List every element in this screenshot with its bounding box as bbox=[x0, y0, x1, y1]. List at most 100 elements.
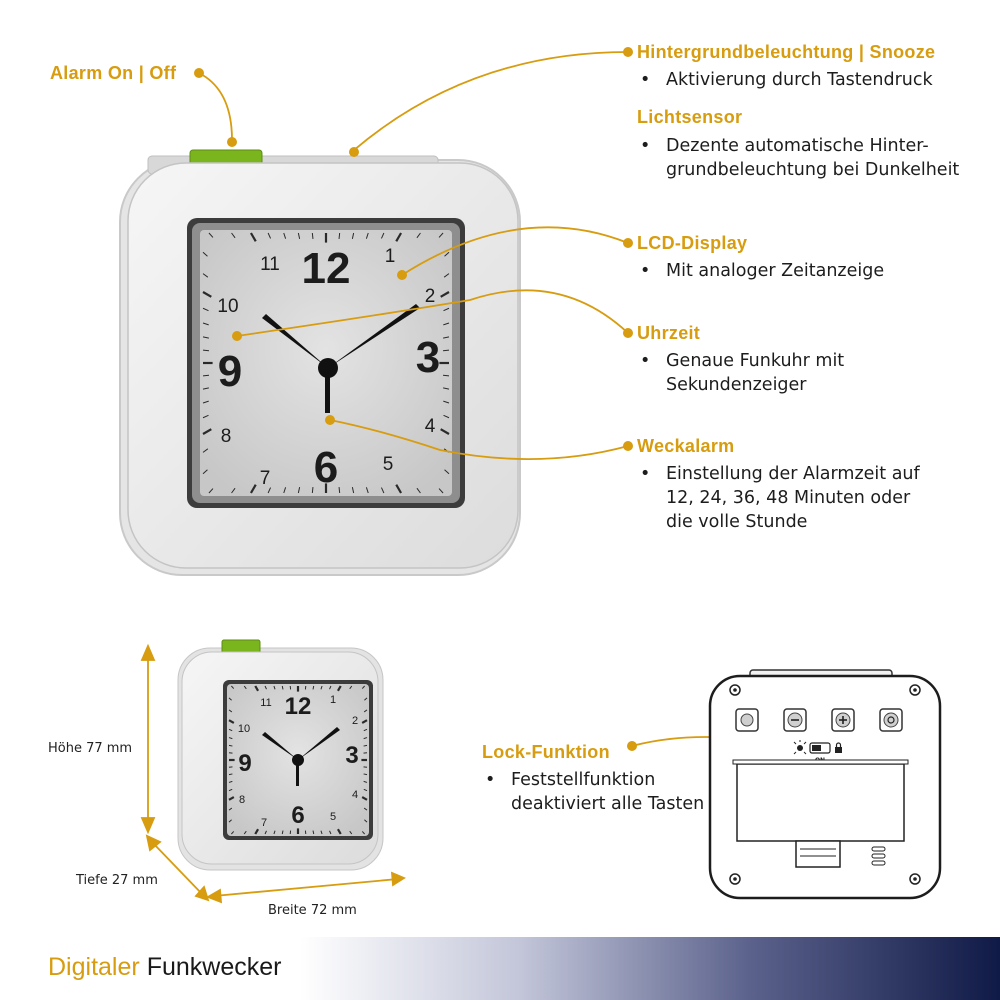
svg-text:3: 3 bbox=[345, 742, 358, 769]
minute-tick bbox=[254, 685, 260, 692]
minute-tick bbox=[363, 807, 368, 811]
minute-tick bbox=[440, 428, 450, 435]
minute-tick bbox=[202, 251, 208, 257]
minute-track bbox=[202, 232, 450, 494]
line-alarm bbox=[198, 72, 233, 141]
minute-tick bbox=[283, 232, 287, 239]
numeral-9: 9 bbox=[218, 347, 242, 396]
minute-tick bbox=[395, 232, 403, 242]
minute-tick bbox=[395, 484, 403, 494]
minute-tick bbox=[312, 685, 315, 690]
minute-tick bbox=[202, 414, 209, 419]
minute-tick bbox=[361, 719, 368, 724]
minute-tick bbox=[297, 232, 301, 239]
minute-tick bbox=[311, 232, 314, 240]
minute-tick bbox=[361, 831, 366, 835]
svg-text:7: 7 bbox=[261, 817, 267, 829]
minute-tick bbox=[380, 487, 385, 494]
minute-tick bbox=[202, 374, 210, 377]
minute-tick bbox=[228, 709, 233, 713]
svg-text:12: 12 bbox=[285, 693, 312, 720]
small-minute-track bbox=[228, 685, 368, 835]
minute-tick bbox=[365, 487, 369, 494]
numeral-2: 2 bbox=[425, 286, 436, 307]
minute-tick bbox=[264, 830, 267, 835]
svg-text:5: 5 bbox=[330, 811, 336, 823]
minute-tick bbox=[243, 685, 247, 690]
numeral-5: 5 bbox=[383, 454, 394, 475]
minute-tick bbox=[351, 232, 355, 239]
dial-numbers: 12 1 2 3 4 5 6 7 8 9 10 11 bbox=[217, 244, 440, 492]
minute-tick bbox=[312, 830, 315, 835]
minute-tick bbox=[438, 488, 444, 494]
minute-tick bbox=[273, 685, 276, 690]
minute-tick bbox=[416, 232, 421, 239]
minute-tick bbox=[228, 807, 233, 811]
minute-tick bbox=[363, 709, 368, 713]
small-clock: 12 1 2 3 4 5 6 7 8 9 10 11 bbox=[177, 639, 384, 871]
clock-hands bbox=[262, 304, 420, 413]
minute-tick bbox=[202, 428, 212, 435]
minute-tick bbox=[363, 780, 368, 783]
minute-tick bbox=[363, 773, 368, 776]
dimension-arrows bbox=[140, 643, 406, 904]
callout-lcd-title: LCD-Display bbox=[637, 233, 748, 253]
minute-tick bbox=[202, 273, 209, 278]
minute-tick bbox=[228, 788, 233, 792]
minute-tick bbox=[202, 307, 209, 312]
minute-tick bbox=[442, 349, 450, 352]
minute-tick bbox=[361, 796, 368, 801]
svg-text:4: 4 bbox=[352, 789, 358, 801]
minute-tick bbox=[444, 251, 450, 257]
line-weckalarm bbox=[329, 419, 629, 460]
svg-text:8: 8 bbox=[239, 794, 245, 806]
minute-tick bbox=[338, 232, 341, 240]
hour-hand bbox=[262, 314, 328, 368]
minute-tick bbox=[416, 487, 421, 494]
minute-tick bbox=[365, 232, 369, 239]
minute-tick bbox=[228, 719, 235, 724]
minute-tick bbox=[380, 232, 385, 239]
minute-tick bbox=[311, 486, 314, 494]
minute-tick bbox=[231, 232, 236, 239]
minute-tick bbox=[231, 487, 236, 494]
numeral-10: 10 bbox=[217, 296, 238, 317]
minute-tick bbox=[264, 685, 267, 690]
svg-text:1: 1 bbox=[330, 694, 336, 706]
minute-tick bbox=[444, 469, 450, 475]
minute-tick bbox=[361, 685, 366, 689]
minute-tick bbox=[228, 796, 235, 801]
minute-tick bbox=[363, 744, 368, 747]
minute-tick bbox=[267, 487, 272, 494]
minute-tick bbox=[228, 728, 233, 732]
minute-tick bbox=[243, 830, 247, 835]
minute-tick bbox=[364, 819, 368, 823]
minute-tick bbox=[228, 773, 233, 776]
svg-text:11: 11 bbox=[260, 697, 271, 709]
numeral-12: 12 bbox=[302, 244, 351, 293]
minute-tick bbox=[202, 322, 209, 326]
footer-banner: Digitaler Funkwecker bbox=[0, 937, 1000, 1000]
minute-tick bbox=[281, 830, 284, 835]
small-hands bbox=[262, 727, 340, 786]
minute-tick bbox=[208, 488, 214, 494]
minute-tick bbox=[363, 737, 368, 740]
minute-tick bbox=[273, 830, 276, 835]
hand-hub bbox=[318, 358, 338, 378]
numeral-11: 11 bbox=[260, 254, 280, 275]
minute-tick bbox=[363, 728, 368, 732]
battery-compartment bbox=[736, 763, 905, 842]
svg-text:10: 10 bbox=[238, 723, 250, 735]
minute-tick bbox=[443, 273, 450, 278]
callout-backlight-title: Hintergrundbeleuchtung | Snooze bbox=[637, 42, 936, 62]
minute-tick bbox=[336, 685, 342, 692]
callout-time-title: Uhrzeit bbox=[637, 323, 701, 343]
minute-tick bbox=[202, 448, 209, 453]
minute-tick bbox=[349, 830, 353, 835]
minute-tick bbox=[230, 831, 235, 835]
minute-tick bbox=[363, 788, 368, 792]
minute-tick bbox=[443, 322, 450, 326]
minute-tick bbox=[228, 697, 232, 701]
minute-tick bbox=[329, 685, 332, 690]
